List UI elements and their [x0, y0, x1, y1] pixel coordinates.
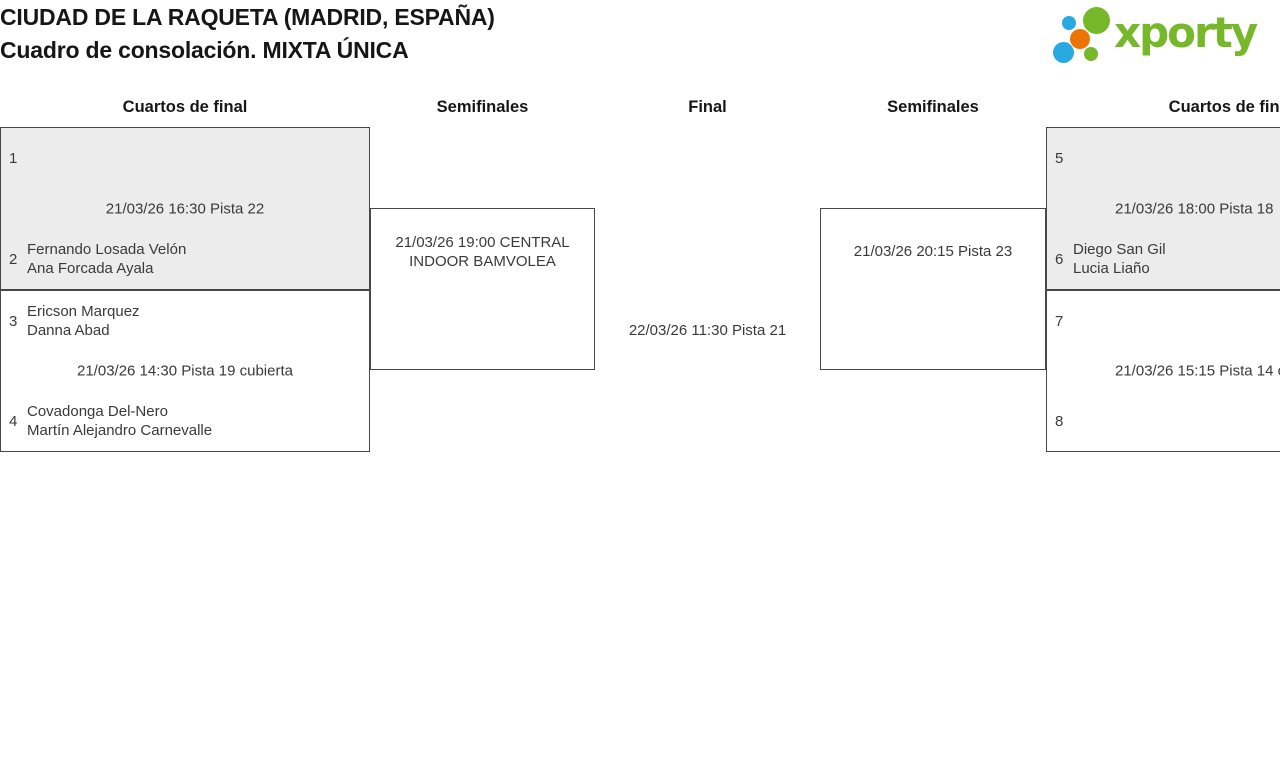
player-name: Fernando Losada Velón	[27, 241, 187, 258]
seed-number: 1	[9, 149, 18, 167]
xporty-logo: xporty	[1050, 0, 1280, 72]
player-name: Ana Forcada Ayala	[27, 260, 154, 277]
team-slot-7: 7	[1047, 301, 1280, 341]
seed-number: 2	[9, 250, 18, 268]
logo-dot-blue-large-icon	[1053, 42, 1074, 63]
player-name: Lucia Liaño	[1073, 260, 1150, 277]
seed-number: 5	[1055, 149, 1064, 167]
logo-dot-green-large-icon	[1083, 7, 1110, 34]
match-schedule: 21/03/26 15:15 Pista 14 cubierta	[1115, 362, 1280, 380]
match-box-qf1[interactable]: 1 21/03/26 16:30 Pista 22 2 Fernando Los…	[0, 127, 370, 290]
seed-number: 6	[1055, 250, 1064, 268]
tournament-name: CIUDAD DE LA RAQUETA (MADRID, ESPAÑA)	[0, 4, 495, 30]
team-slot-3: 3 Ericson Marquez Danna Abad	[1, 301, 369, 341]
seed-number: 4	[9, 412, 18, 430]
round-header-final: Final	[688, 98, 727, 116]
round-header-semis-right: Semifinales	[887, 98, 979, 116]
seed-number: 8	[1055, 412, 1064, 430]
team-names: Covadonga Del-Nero Martín Alejandro Carn…	[27, 402, 212, 440]
match-schedule: 21/03/26 16:30 Pista 22	[105, 200, 265, 217]
seed-number: 7	[1055, 312, 1064, 330]
player-name: Covadonga Del-Nero	[27, 403, 168, 420]
match-box-qf3[interactable]: 5 21/03/26 18:00 Pista 18 6 Diego San Gi…	[1046, 127, 1280, 290]
final-schedule: 22/03/26 11:30 Pista 21	[628, 322, 787, 339]
logo-dot-orange-icon	[1070, 29, 1090, 49]
team-names: Diego San Gil Lucia Liaño	[1073, 240, 1166, 278]
team-slot-5: 5	[1047, 138, 1280, 178]
logo-dot-green-small-icon	[1084, 47, 1098, 61]
player-name: Martín Alejandro Carnevalle	[27, 422, 213, 439]
match-box-sf2[interactable]: 21/03/26 20:15 Pista 23	[820, 208, 1046, 370]
round-header-cuartos-right: Cuartos de final	[1168, 98, 1280, 116]
match-schedule: 21/03/26 18:00 Pista 18	[1115, 200, 1274, 217]
draw-name: Cuadro de consolación. MIXTA ÚNICA	[0, 37, 409, 63]
round-header-semis-left: Semifinales	[436, 98, 529, 116]
match-schedule: 21/03/26 14:30 Pista 19 cubierta	[77, 362, 293, 380]
match-box-sf1[interactable]: 21/03/26 19:00 CENTRAL INDOOR BAMVOLEA	[370, 208, 595, 370]
team-names: Fernando Losada Velón Ana Forcada Ayala	[27, 240, 186, 278]
team-slot-4: 4 Covadonga Del-Nero Martín Alejandro Ca…	[1, 401, 369, 441]
logo-dot-blue-small-icon	[1062, 16, 1076, 30]
team-slot-1: 1	[1, 138, 369, 178]
logo-wordmark: xporty	[1114, 8, 1258, 57]
match-schedule: 21/03/26 20:15 Pista 23	[853, 243, 1013, 260]
round-header-cuartos-left: Cuartos de final	[122, 98, 248, 116]
match-box-qf2[interactable]: 3 Ericson Marquez Danna Abad 21/03/26 14…	[0, 290, 370, 452]
seed-number: 3	[9, 312, 18, 330]
player-name: Diego San Gil	[1073, 241, 1166, 258]
team-names: Ericson Marquez Danna Abad	[27, 302, 140, 340]
team-slot-2: 2 Fernando Losada Velón Ana Forcada Ayal…	[1, 239, 369, 279]
match-box-qf4[interactable]: 7 21/03/26 15:15 Pista 14 cubierta 8	[1046, 290, 1280, 452]
match-schedule: 21/03/26 19:00 CENTRAL INDOOR BAMVOLEA	[395, 234, 570, 270]
team-slot-6: 6 Diego San Gil Lucia Liaño	[1047, 239, 1280, 279]
player-name: Ericson Marquez	[27, 303, 140, 320]
team-slot-8: 8	[1047, 401, 1280, 441]
player-name: Danna Abad	[27, 322, 110, 339]
page-title: CIUDAD DE LA RAQUETA (MADRID, ESPAÑA) Cu…	[0, 1, 495, 67]
